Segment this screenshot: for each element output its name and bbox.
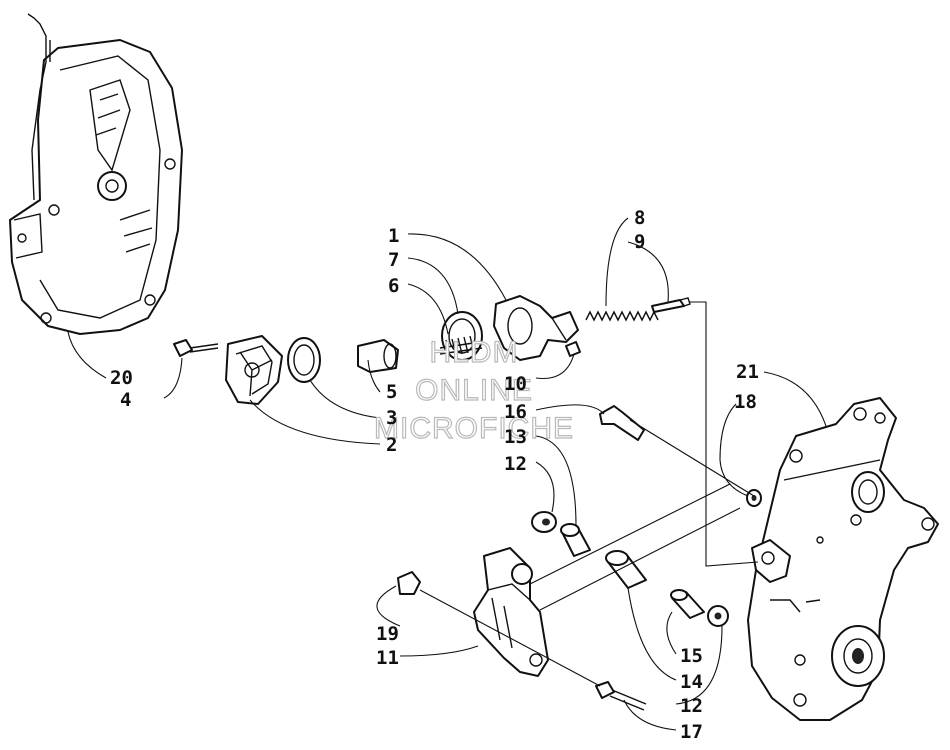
- shaft-bolt-16: [599, 405, 645, 441]
- leader-lines: [67, 217, 827, 731]
- bushing-13: [560, 523, 591, 557]
- callout-9: 9: [634, 231, 645, 253]
- watermark-line-2: ONLINE: [415, 374, 533, 407]
- bolt-17: [595, 681, 647, 711]
- watermark: HLDM ONLINE MICROFICHE: [373, 335, 574, 445]
- washer-12-lower: [707, 605, 729, 627]
- callout-13: 13: [504, 426, 527, 448]
- callout-7: 7: [388, 249, 399, 271]
- callout-6: 6: [388, 275, 399, 297]
- callout-19: 19: [376, 623, 399, 645]
- bushing-14: [605, 550, 647, 589]
- washer-12-upper: [531, 511, 557, 533]
- bushing-15: [670, 589, 705, 619]
- screw-10: [565, 341, 581, 357]
- callout-4: 4: [120, 389, 131, 411]
- actuator-housing-1: [493, 295, 579, 361]
- callout-12-upper: 12: [504, 453, 527, 475]
- callout-16: 16: [504, 401, 527, 423]
- callout-12-lower: 12: [680, 695, 703, 717]
- callout-14: 14: [680, 671, 703, 693]
- spring-8: [585, 310, 659, 322]
- callout-3: 3: [386, 407, 397, 429]
- callout-11: 11: [376, 647, 399, 669]
- callouts: 1 2 3 4 5 6 7 8 9 10 11 12 12 13 14 15 1…: [110, 207, 759, 743]
- watermark-line-1: HLDM: [429, 336, 518, 369]
- watermark-line-3: MICROFICHE: [374, 412, 574, 445]
- callout-20: 20: [110, 367, 133, 389]
- ring-6: [441, 311, 483, 361]
- nut-19: [397, 571, 421, 595]
- callout-5: 5: [386, 381, 397, 403]
- gear-case-21: [747, 397, 939, 721]
- bushing-5: [357, 339, 399, 373]
- shift-arm-11: [473, 547, 549, 677]
- callout-21: 21: [736, 361, 759, 383]
- callout-10: 10: [504, 373, 527, 395]
- callout-15: 15: [680, 645, 703, 667]
- pin-9: [651, 297, 691, 313]
- callout-17: 17: [680, 721, 703, 743]
- cam-plate-2: [225, 335, 283, 405]
- gear-case-cover: [9, 13, 183, 335]
- callout-18: 18: [734, 391, 757, 413]
- callout-2: 2: [386, 434, 397, 456]
- bolt-4: [173, 339, 219, 357]
- spring-shaft: [439, 335, 483, 357]
- callout-8: 8: [634, 207, 645, 229]
- ring-3: [287, 337, 321, 383]
- callout-1: 1: [388, 225, 399, 247]
